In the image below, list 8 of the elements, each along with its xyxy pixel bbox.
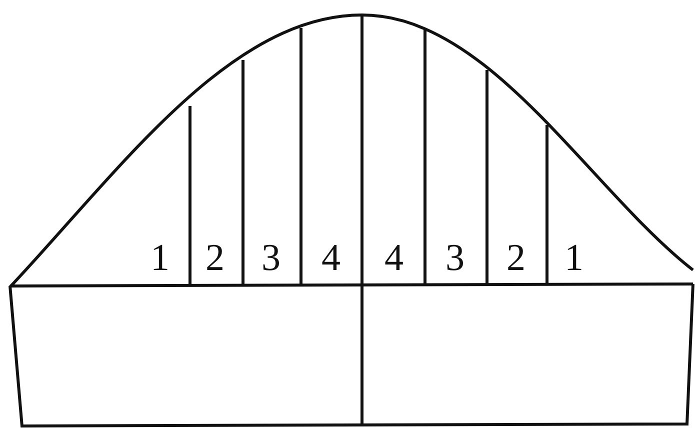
- section-number: 1: [150, 238, 170, 278]
- section-number: 1: [564, 238, 584, 278]
- section-number: 4: [384, 238, 404, 278]
- section-number: 2: [506, 238, 526, 278]
- section-number: 4: [322, 238, 340, 278]
- section-number: 3: [446, 238, 464, 278]
- section-number: 3: [262, 238, 280, 278]
- section-number: 2: [206, 238, 224, 278]
